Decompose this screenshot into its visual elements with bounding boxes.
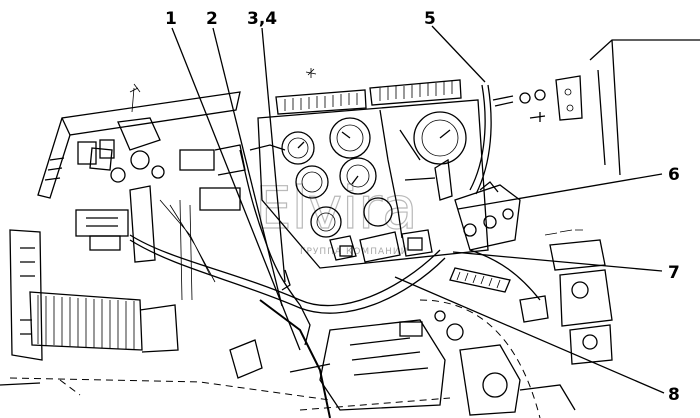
leader-2: [212, 27, 283, 307]
callout-leaders: [171, 25, 665, 394]
left-instrument-panel: [37, 83, 246, 301]
callout-6: 6: [668, 165, 680, 185]
callout-labels: 1 2 3,4 5 6 7 8: [165, 9, 680, 405]
switch-block: [434, 158, 521, 251]
callout-5: 5: [424, 9, 436, 29]
callout-7: 7: [668, 263, 680, 283]
callout-1: 1: [165, 9, 177, 29]
watermark-caption: ГРУППА КОМПАНИЙ: [300, 245, 408, 257]
leader-1: [171, 27, 301, 351]
leader-6: [457, 173, 663, 210]
callout-8: 8: [668, 385, 680, 405]
air-vent-grille: [0, 229, 331, 401]
leader-5: [431, 25, 486, 83]
leader-3-4: [261, 27, 286, 283]
leader-8: [394, 276, 665, 394]
callout-2: 2: [206, 9, 218, 29]
top-air-vents: [275, 68, 462, 115]
callout-3-4: 3,4: [247, 9, 277, 29]
gauge-cluster: [257, 99, 489, 269]
wiring-harnesses: [129, 84, 541, 346]
steering-column-area: [229, 299, 576, 418]
leader-7: [452, 251, 663, 272]
right-bracket-and-fuses: [449, 39, 700, 365]
